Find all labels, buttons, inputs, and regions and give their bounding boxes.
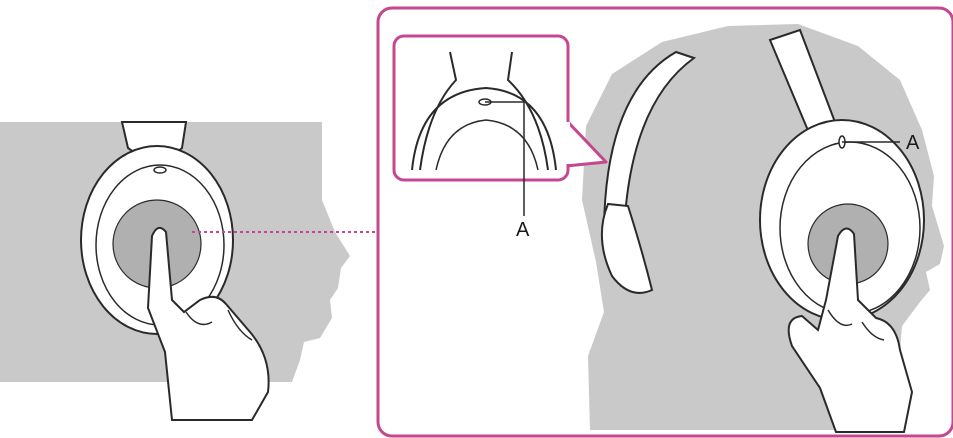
inset-frame [394,36,568,180]
inset-callout-label: A [516,219,530,241]
left-microphone-dot [154,167,166,173]
left-figure [0,122,378,420]
inset-pointer-cover [562,122,570,164]
main-callout-label: A [906,132,920,154]
